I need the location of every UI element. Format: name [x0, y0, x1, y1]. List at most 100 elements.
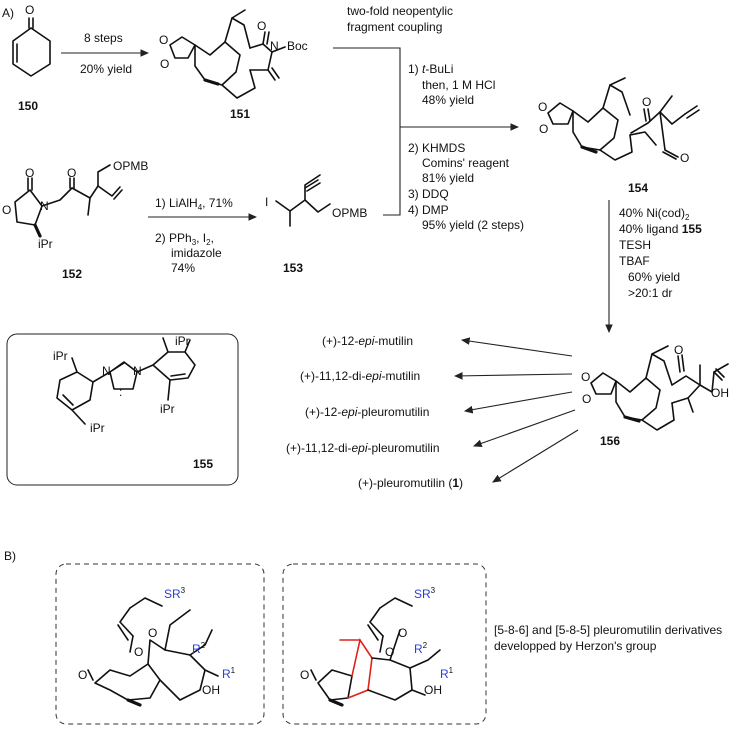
compound-155-structure: N N : iPr iPr iPr iPr	[53, 334, 196, 435]
step1-label: 8 steps	[84, 31, 123, 45]
compound-151-label: 151	[230, 107, 250, 121]
aldehyde-oxygen-154: O	[680, 151, 689, 165]
r2-left: R2	[192, 641, 206, 656]
ester-oxygen-left: O	[134, 645, 143, 659]
amide-oxygen: O	[67, 166, 76, 180]
condition-4: 4) DMP	[408, 203, 449, 217]
compound-152-label: 152	[62, 267, 82, 281]
ipr-label-155-a: iPr	[53, 349, 68, 363]
compound-153-structure: I OPMB	[265, 174, 367, 227]
condition-2: 2) KHMDS	[408, 141, 465, 155]
boc-label: Boc	[287, 39, 308, 53]
ketone-oxygen-156: O	[674, 343, 683, 357]
arrow-to-12-epi-mutilin	[460, 337, 573, 357]
compound-155-label: 155	[193, 457, 213, 471]
product-11-12-di-epi-pleuromutilin: (+)-11,12-di-epi-pleuromutilin	[286, 441, 440, 455]
r1-left: R1	[222, 666, 236, 681]
r1-right: R1	[440, 666, 454, 681]
step156-condition-3: TESH	[619, 238, 651, 252]
arrow-to-11-12-di-epi-mutilin	[453, 372, 573, 380]
oxazolidinone-nitrogen: N	[40, 199, 49, 213]
ketal-oxygen-156-bottom: O	[582, 392, 591, 406]
step153-condition-4: 74%	[171, 261, 195, 275]
section-b-caption-line2: developped by Herzon's group	[494, 639, 657, 653]
arrow-to-pleuromutilin	[492, 429, 579, 483]
hydroxyl-label-156: OH	[711, 386, 729, 400]
lactam-nitrogen-label: N	[270, 39, 279, 53]
step156-condition-4: TBAF	[619, 254, 650, 268]
lactam-oxygen-label: O	[257, 19, 266, 33]
compound-150-structure: O	[12, 3, 51, 77]
step156-dr: >20:1 dr	[628, 286, 672, 300]
thioether-left: SR3	[164, 586, 186, 601]
convergence-bracket	[333, 47, 401, 216]
derivative-568-box	[55, 563, 265, 725]
fragment-coupling-line2: fragment coupling	[347, 20, 442, 34]
fragment-coupling-line1: two-fold neopentylic	[347, 4, 453, 18]
ketal-oxygen-156-top: O	[581, 370, 590, 384]
condition-1: 1) t-BuLi	[408, 62, 453, 76]
compound-154-structure: O O O O	[538, 77, 700, 165]
ester-carbonyl-left: O	[148, 626, 157, 640]
derivative-585-box	[282, 563, 487, 725]
ketone-oxygen-right: O	[300, 668, 309, 682]
oxazolidinone-oxygen-carbonyl: O	[25, 166, 34, 180]
condition-4-yield: 95% yield (2 steps)	[422, 218, 524, 232]
opmb-label-152: OPMB	[113, 159, 148, 173]
hydroxyl-left: OH	[202, 683, 220, 697]
ketone-oxygen-left: O	[78, 668, 87, 682]
product-pleuromutilin: (+)-pleuromutilin (1)	[358, 476, 463, 490]
opmb-label-153: OPMB	[332, 206, 367, 220]
step153-condition-2: 2) PPh3, I2,	[155, 231, 214, 247]
hydroxyl-right: OH	[424, 683, 442, 697]
step153-condition-3: imidazole	[171, 246, 222, 260]
arrow-to-12-epi-pleuromutilin	[463, 391, 573, 414]
section-b-label: B)	[4, 549, 16, 563]
condition-1-yield: 48% yield	[422, 93, 474, 107]
ipr-label-155-b: iPr	[90, 421, 105, 435]
compound-151-structure: O N Boc O O	[159, 9, 308, 99]
step1-yield: 20% yield	[80, 62, 132, 76]
compound-154-label: 154	[628, 181, 648, 195]
compound-153-label: 153	[283, 261, 303, 275]
condition-1-line2: then, 1 M HCl	[422, 78, 495, 92]
derivative-585-structure: O O O OH SR3 R2 R1	[300, 586, 454, 707]
ketal-oxygen-154-bottom: O	[539, 122, 548, 136]
condition-2-yield: 81% yield	[422, 171, 474, 185]
ketal-oxygen-154-top: O	[538, 100, 547, 114]
oxazolidinone-oxygen-ring: O	[2, 203, 11, 217]
ketone-oxygen-label: O	[25, 3, 34, 17]
ester-oxygen-right: O	[385, 645, 394, 659]
iodine-label: I	[265, 195, 268, 209]
product-12-epi-mutilin: (+)-12-epi-mutilin	[322, 334, 413, 348]
section-a-label: A)	[2, 6, 14, 20]
imidazole-nitrogen-right: N	[133, 364, 142, 378]
product-12-epi-pleuromutilin: (+)-12-epi-pleuromutilin	[305, 405, 429, 419]
carbene-lone-pair: :	[119, 385, 122, 399]
imidazole-nitrogen-left: N	[102, 364, 111, 378]
step156-condition-1: 40% Ni(cod)2	[619, 206, 690, 222]
arrow-to-11-12-di-epi-pleuromutilin	[472, 409, 576, 448]
compound-152-structure: O O N O OPMB iPr	[2, 159, 148, 251]
ketone-oxygen-154: O	[642, 95, 651, 109]
compound-156-label: 156	[600, 434, 620, 448]
condition-2-line2: Comins' reagent	[422, 156, 510, 170]
condition-3: 3) DDQ	[408, 187, 449, 201]
ipr-label-155-c: iPr	[175, 334, 190, 348]
r2-right: R2	[414, 641, 428, 656]
ipr-label-155-d: iPr	[160, 402, 175, 416]
step156-condition-2: 40% ligand 155	[619, 222, 702, 236]
product-11-12-di-epi-mutilin: (+)-11,12-di-epi-mutilin	[300, 369, 420, 383]
compound-156-structure: O O O OH	[581, 343, 729, 431]
ligand-155-box	[6, 333, 239, 486]
ketal-oxygen-bottom: O	[160, 57, 169, 71]
step156-yield: 60% yield	[628, 270, 680, 284]
thioether-right: SR3	[414, 586, 436, 601]
derivative-568-structure: O O O OH SR3 R2 R1	[78, 586, 236, 707]
step153-condition-1: 1) LiAlH4, 71%	[155, 196, 233, 212]
ester-carbonyl-right: O	[398, 626, 407, 640]
ketal-oxygen-top: O	[159, 33, 168, 47]
section-b-caption-line1: [5-8-6] and [5-8-5] pleuromutilin deriva…	[494, 623, 722, 637]
